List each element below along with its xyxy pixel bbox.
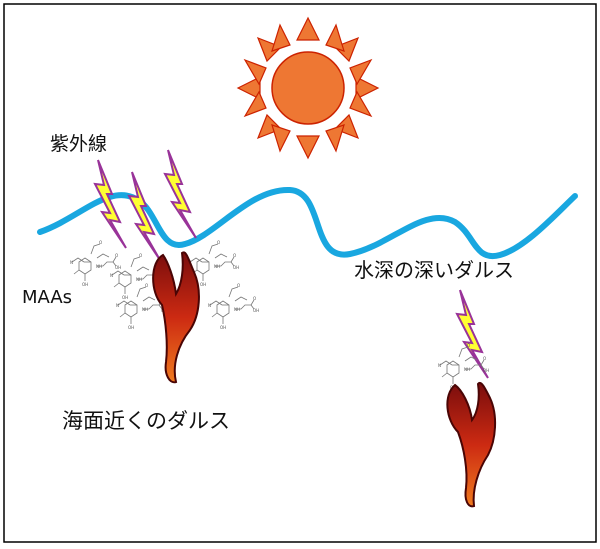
maas-label: MAAs xyxy=(22,287,72,308)
sun-icon xyxy=(236,16,380,160)
uv-label: 紫外線 xyxy=(50,133,107,155)
shallow-dulse-alga xyxy=(152,251,200,384)
shallow-dulse-label: 海面近くのダルス xyxy=(62,409,230,433)
deep-dulse-alga xyxy=(446,382,496,508)
deep-dulse-label: 水深の深いダルス xyxy=(354,258,514,282)
